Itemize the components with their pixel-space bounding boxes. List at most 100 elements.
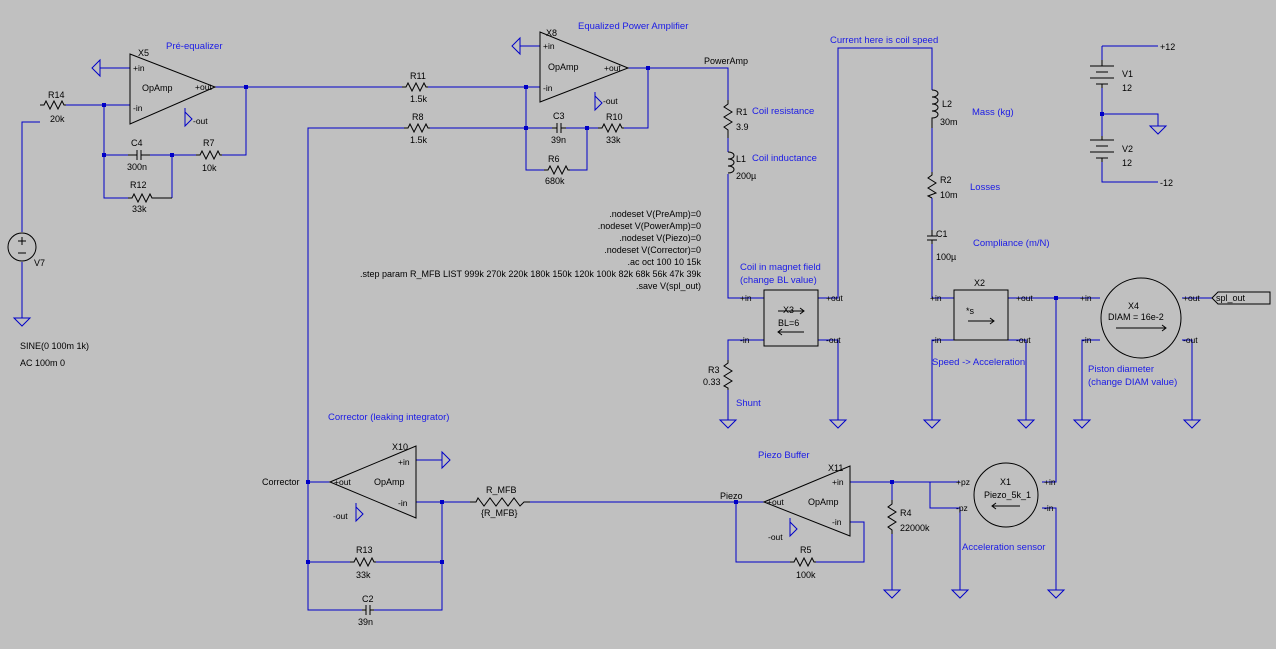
label-coil-magnet-1: Coil in magnet field	[740, 262, 821, 273]
net-minus12: -12	[1160, 178, 1173, 188]
label-equalized-power-amplifier: Equalized Power Amplifier	[578, 21, 688, 32]
opamp-x8[interactable]: X8 +in -in +out -out OpAmp	[539, 28, 630, 106]
svg-text:+out: +out	[195, 82, 212, 92]
svg-text:3.9: 3.9	[736, 122, 749, 132]
svg-text:-in: -in	[740, 335, 750, 345]
svg-text:R3: R3	[708, 365, 720, 375]
resistor-r8[interactable]: R8 1.5k	[404, 112, 430, 145]
net-piezo: Piezo	[720, 491, 743, 501]
resistor-r14[interactable]: R14 20k	[40, 90, 66, 124]
svg-text:22000k: 22000k	[900, 523, 930, 533]
svg-text:-in: -in	[398, 498, 408, 508]
svg-text:-in: -in	[1044, 503, 1054, 513]
svg-text:+out: +out	[767, 497, 784, 507]
resistor-r2[interactable]: R2 10m	[926, 172, 958, 200]
opamp-x11[interactable]: X11 +in -in +out -out OpAmp	[762, 463, 851, 542]
svg-text:-in: -in	[832, 517, 842, 527]
svg-text:L1: L1	[736, 154, 746, 164]
resistor-r3[interactable]: R3 0.33	[703, 360, 733, 390]
svg-text:+in: +in	[133, 63, 145, 73]
capacitor-c2[interactable]: C2 39n	[358, 594, 374, 627]
svg-text:+in: +in	[930, 293, 942, 303]
resistor-r6[interactable]: R6 680k	[544, 154, 570, 186]
resistor-r11[interactable]: R11 1.5k	[402, 71, 428, 104]
svg-text:V7: V7	[34, 258, 45, 268]
svg-text:R10: R10	[606, 112, 623, 122]
svg-text:-out: -out	[826, 335, 841, 345]
svg-text:30m: 30m	[940, 117, 958, 127]
resistor-r13[interactable]: R13 33k	[350, 545, 376, 580]
svg-text:+in: +in	[832, 477, 844, 487]
svg-text:33k: 33k	[132, 204, 147, 214]
svg-text:+in: +in	[543, 41, 555, 51]
label-piston-diameter-1: Piston diameter	[1088, 364, 1154, 375]
opamp-x5[interactable]: X5 +in -in +out -out OpAmp	[129, 48, 217, 126]
resistor-r12[interactable]: R12 33k	[128, 180, 172, 214]
block-x4[interactable]: X4 DIAM = 16e-2 +in -in +out -out	[1080, 277, 1200, 359]
block-x2[interactable]: X2 *s +in -in +out -out	[930, 278, 1033, 345]
svg-text:+in: +in	[1080, 293, 1092, 303]
voltage-source-v7[interactable]: V7 SINE(0 100m 1k) AC 100m 0	[7, 232, 89, 368]
svg-text:12: 12	[1122, 158, 1132, 168]
block-x1[interactable]: X1 Piezo_5k_1 +pz -pz +in -in	[956, 462, 1056, 528]
port-spl-out[interactable]: spl_out	[1211, 291, 1271, 305]
svg-text:10m: 10m	[940, 190, 958, 200]
svg-text:+pz: +pz	[956, 477, 970, 487]
svg-text:+in: +in	[398, 457, 410, 467]
svg-text:Piezo_5k_1: Piezo_5k_1	[984, 490, 1031, 500]
label-pre-equalizer: Pré-equalizer	[166, 41, 223, 52]
capacitor-c4[interactable]: C4 300n	[127, 138, 150, 172]
resistor-r4[interactable]: R4 22000k	[887, 500, 930, 534]
x11-ref: X11	[828, 463, 843, 473]
label-speed-acceleration: Speed -> Acceleration	[932, 357, 1025, 368]
capacitor-c1[interactable]: C1 100µ	[927, 229, 956, 262]
svg-text:spl_out: spl_out	[1216, 293, 1246, 303]
capacitor-c3[interactable]: C3 39n	[551, 111, 566, 145]
svg-text:-in: -in	[932, 335, 942, 345]
svg-text:C2: C2	[362, 594, 374, 604]
resistor-r5[interactable]: R5 100k	[790, 545, 816, 580]
svg-text:R4: R4	[900, 508, 912, 518]
directive-line: .nodeset V(Corrector)=0	[604, 245, 701, 255]
v7-ac: AC 100m 0	[20, 358, 65, 368]
opamp-x10[interactable]: X10 +in -in +out -out OpAmp	[328, 442, 417, 521]
svg-text:300n: 300n	[127, 162, 147, 172]
svg-text:-in: -in	[1082, 335, 1092, 345]
battery-v2[interactable]: V2 12	[1090, 136, 1133, 168]
svg-text:39n: 39n	[358, 617, 373, 627]
directive-line: .nodeset V(PowerAmp)=0	[598, 221, 701, 231]
resistor-r1[interactable]: R1 3.9	[723, 100, 749, 138]
svg-text:-pz: -pz	[956, 503, 968, 513]
svg-text:V1: V1	[1122, 69, 1133, 79]
spice-directives[interactable]: .nodeset V(PreAmp)=0 .nodeset V(PowerAmp…	[360, 209, 702, 291]
svg-text:{R_MFB}: {R_MFB}	[481, 508, 518, 518]
svg-text:R6: R6	[548, 154, 560, 164]
svg-text:680k: 680k	[545, 176, 565, 186]
label-mass: Mass (kg)	[972, 107, 1014, 118]
svg-text:+in: +in	[1044, 477, 1056, 487]
inductor-l2[interactable]: L2 30m	[931, 89, 958, 128]
svg-text:R5: R5	[800, 545, 812, 555]
x8-value: OpAmp	[548, 62, 579, 72]
directive-line: .ac oct 100 10 15k	[627, 257, 701, 267]
svg-text:R7: R7	[203, 138, 215, 148]
svg-text:20k: 20k	[50, 114, 65, 124]
svg-text:-in: -in	[133, 103, 143, 113]
battery-v1[interactable]: V1 12	[1090, 60, 1133, 93]
svg-text:33k: 33k	[606, 135, 621, 145]
svg-text:+out: +out	[826, 293, 843, 303]
label-piston-diameter-2: (change DIAM value)	[1088, 377, 1177, 388]
x5-ref: X5	[138, 48, 149, 58]
block-x3[interactable]: X3 BL=6 +in -in +out -out	[740, 289, 843, 347]
label-compliance: Compliance (m/N)	[973, 238, 1050, 249]
resistor-r10[interactable]: R10 33k	[598, 112, 624, 145]
inductor-l1[interactable]: L1 200µ	[727, 151, 756, 181]
resistor-r-mfb[interactable]: R_MFB {R_MFB}	[470, 485, 530, 518]
svg-text:R8: R8	[412, 112, 424, 122]
svg-text:-out: -out	[603, 96, 618, 106]
svg-text:100µ: 100µ	[936, 252, 956, 262]
svg-text:+out: +out	[1183, 293, 1200, 303]
resistor-r7[interactable]: R7 10k	[196, 138, 222, 173]
directive-line: .nodeset V(PreAmp)=0	[609, 209, 701, 219]
